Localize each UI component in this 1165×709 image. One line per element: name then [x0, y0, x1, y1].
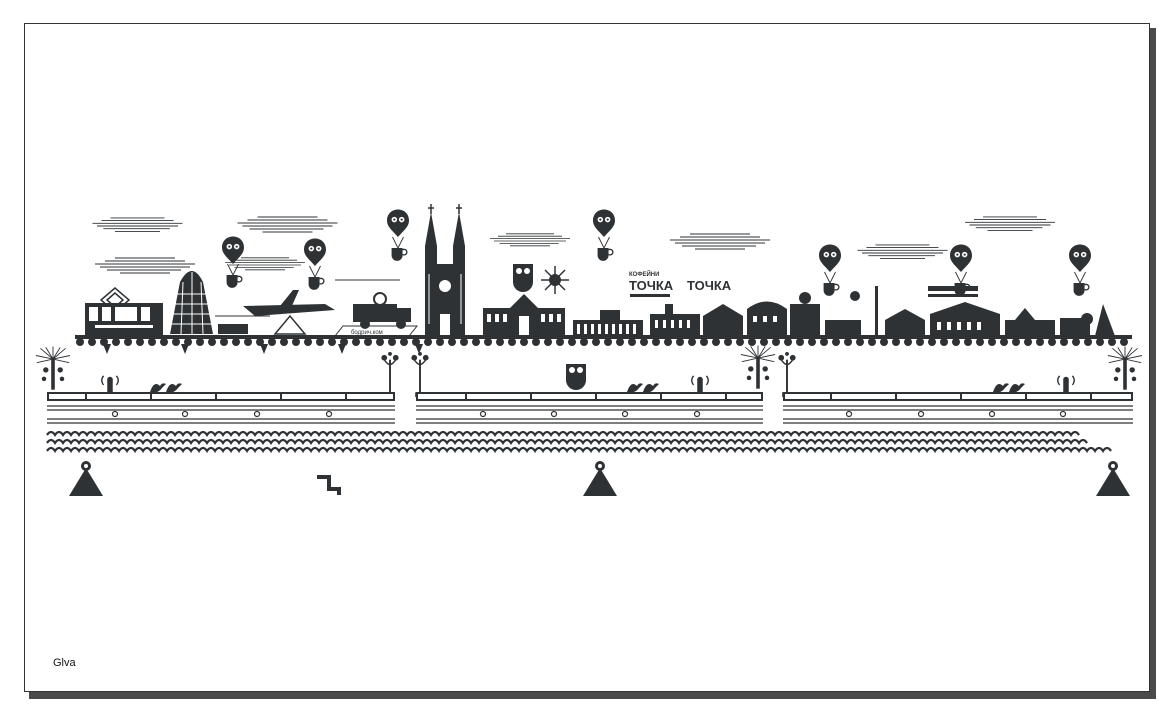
hook-icon: [317, 475, 341, 495]
town-buildings: [650, 286, 1115, 336]
svg-text:КОФЕЙНИ: КОФЕЙНИ: [629, 270, 659, 278]
cloud: [236, 216, 339, 233]
anchor-weight-icon: [1096, 461, 1130, 496]
cloud: [91, 217, 184, 232]
scallop-row: [76, 338, 1128, 346]
birds-icon: [627, 383, 659, 393]
street-lamp-icon: [410, 352, 430, 398]
owl-balloon-icon: [387, 209, 409, 262]
bridge-right: [783, 392, 1133, 424]
sign-text: бодрич.ком: [351, 330, 383, 336]
caption-text: Glva: [53, 657, 76, 669]
owl-balloon-icon: [593, 209, 615, 262]
cloud: [856, 244, 949, 259]
birds-icon: [150, 383, 182, 393]
birds-icon: [993, 383, 1025, 393]
anchor-weight-icon: [69, 461, 103, 496]
bridge-middle: [416, 392, 763, 424]
owl-balloon-icon: [819, 244, 841, 297]
sun-icon: [541, 266, 569, 294]
city-skyline-illustration: бодрич.ком: [35, 204, 1143, 496]
columned-building: [573, 310, 643, 336]
hanging-bats: [103, 344, 423, 354]
svg-text:ТОЧКА: ТОЧКА: [629, 278, 674, 293]
cloud: [964, 216, 1056, 231]
owl-icon: [513, 264, 533, 292]
cloud: [489, 233, 571, 247]
truck-icon: бодрич.ком: [333, 292, 419, 337]
tower-building: [170, 271, 213, 335]
cloud: [669, 233, 771, 250]
tree-icon: [35, 346, 71, 391]
brand-logo: КОФЕЙНИ ТОЧКА ТОЧКА: [629, 270, 732, 297]
owl-balloon-icon: [304, 238, 326, 291]
bridge-left: [47, 392, 395, 424]
palace-building: [483, 294, 565, 336]
street-lamp-icon: [380, 352, 400, 398]
svg-text:ТОЧКА: ТОЧКА: [687, 278, 732, 293]
owl-balloon-icon: [222, 236, 244, 289]
windows: [655, 316, 981, 330]
tree-icon: [740, 345, 776, 390]
water-waves: [46, 430, 1112, 453]
skyline-base: [75, 335, 1132, 339]
anchor-weight-icon: [583, 461, 617, 496]
cloud: [94, 257, 196, 274]
cathedral-icon: [425, 204, 465, 336]
artboard: бодрич.ком: [24, 23, 1150, 692]
owl-balloon-icon: [1069, 244, 1091, 297]
tram-icon: [85, 287, 163, 335]
owl-icon: [566, 364, 586, 390]
tree-icon: [1107, 346, 1143, 391]
airplane-icon: [215, 290, 335, 335]
street-lamp-icon: [777, 352, 797, 398]
moon-icon: [486, 274, 495, 292]
